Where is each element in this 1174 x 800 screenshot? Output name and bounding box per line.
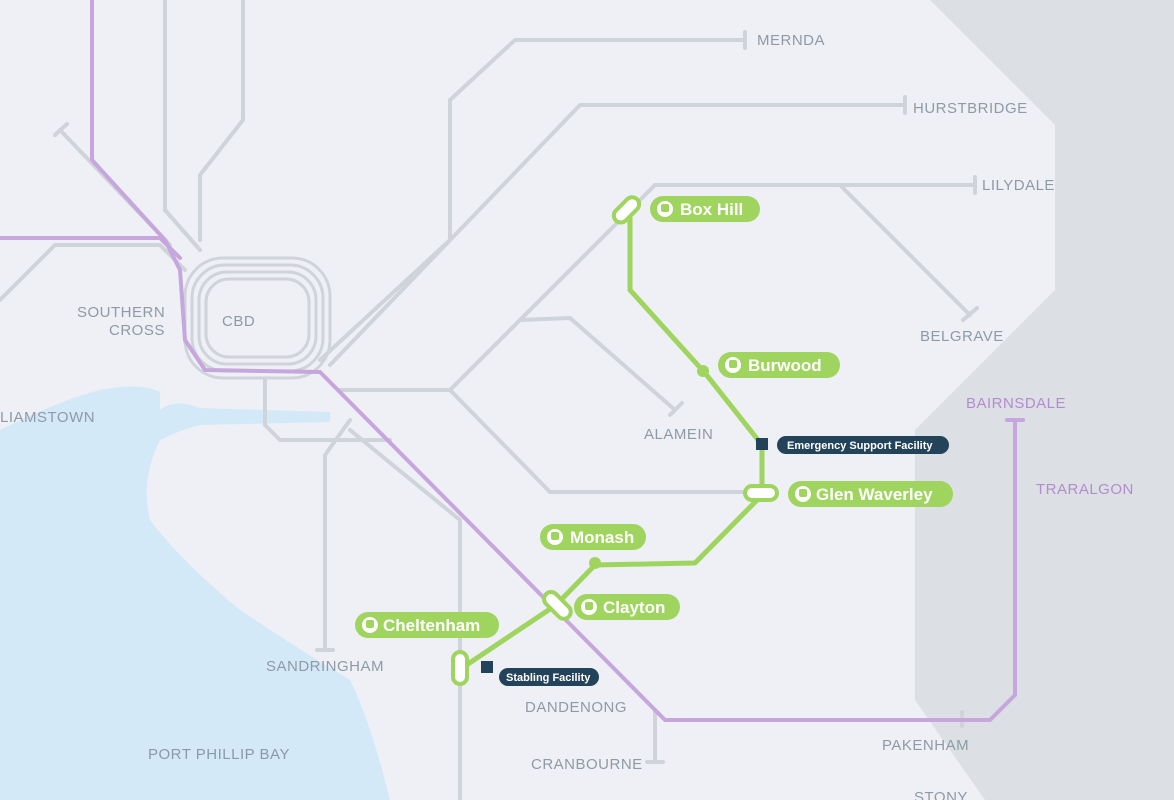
node-burwood <box>697 365 709 377</box>
regional-west <box>0 236 182 260</box>
facility-square-emergency <box>756 438 768 450</box>
regional-south-east <box>183 338 1017 722</box>
station-pill-monash[interactable]: Monash <box>540 524 646 550</box>
label-stony: STONY <box>914 789 968 800</box>
label-sandringham: SANDRINGHAM <box>266 658 384 675</box>
line-alamein <box>518 316 677 412</box>
outer-region <box>915 0 1174 800</box>
facility-tag-stabling[interactable]: Stabling Facility <box>499 668 599 686</box>
label-port-phillip-bay: PORT PHILLIP BAY <box>148 746 290 763</box>
label-pakenham: PAKENHAM <box>882 737 969 754</box>
label-cbd: CBD <box>222 313 255 330</box>
line-lilydale <box>448 183 977 392</box>
bay-inlet <box>160 403 330 440</box>
station-pill-burwood[interactable]: Burwood <box>718 352 840 378</box>
cap-williamstown <box>53 122 69 137</box>
station-pill-clayton[interactable]: Clayton <box>574 594 680 620</box>
label-hurstbridge: HURSTBRIDGE <box>913 100 1028 117</box>
label-mernda: MERNDA <box>757 32 825 49</box>
train-icon-body <box>661 204 669 212</box>
station-label-glen-waverley: Glen Waverley <box>816 485 933 504</box>
station-label-clayton: Clayton <box>603 598 665 617</box>
terminus-caps <box>53 30 979 764</box>
label-traralgon: TRARALGON <box>1036 481 1134 498</box>
line-werribee <box>0 243 187 302</box>
station-label-box-hill: Box Hill <box>680 200 743 219</box>
node-monash <box>589 557 601 569</box>
label-bairnsdale: BAIRNSDALE <box>966 395 1066 412</box>
label-dandenong: DANDENONG <box>525 699 627 716</box>
facility-square-stabling <box>481 661 493 673</box>
facility-label-stabling: Stabling Facility <box>506 672 591 684</box>
cap-alamein <box>668 401 684 417</box>
train-icon-body <box>551 532 559 540</box>
line-belgrave <box>838 183 972 317</box>
port-phillip-bay <box>0 386 390 800</box>
station-label-cheltenham: Cheltenham <box>383 616 480 635</box>
station-pill-cheltenham[interactable]: Cheltenham <box>355 612 499 638</box>
node-cheltenham <box>451 650 469 686</box>
facility-label-emergency: Emergency Support Facility <box>787 440 933 452</box>
line-outer-loop <box>263 378 392 442</box>
loop-ring-4 <box>204 277 311 359</box>
loop-ring-3 <box>197 270 318 366</box>
line-hurstbridge <box>328 103 907 367</box>
line-glen-waverley <box>338 388 762 494</box>
station-label-monash: Monash <box>570 528 634 547</box>
train-icon-body <box>366 620 374 628</box>
city-loop <box>183 256 332 380</box>
label-southern-cross-line-2: CROSS <box>109 322 165 339</box>
label-alamein: ALAMEIN <box>644 426 713 443</box>
line-sandringham <box>323 418 352 652</box>
train-icon-body <box>799 489 807 497</box>
srl-nodes <box>451 195 779 686</box>
label-williamstown: LIAMSTOWN <box>0 409 95 426</box>
label-southern-cross-line-1: SOUTHERN <box>77 304 165 321</box>
train-icon-body <box>585 602 593 610</box>
node-clayton <box>542 590 573 621</box>
station-pill-box-hill[interactable]: Box Hill <box>650 196 760 222</box>
label-cranbourne: CRANBOURNE <box>531 756 643 773</box>
cap-belgrave <box>961 306 979 322</box>
line-mernda <box>318 38 747 362</box>
label-belgrave: BELGRAVE <box>920 328 1004 345</box>
label-lilydale: LILYDALE <box>982 177 1055 194</box>
line-craigieburn <box>163 0 202 252</box>
line-upfield <box>198 0 245 242</box>
node-box-hill <box>611 195 642 225</box>
station-label-burwood: Burwood <box>748 356 822 375</box>
loop-ring-2 <box>190 263 325 373</box>
regional-line <box>0 0 1017 722</box>
regional-north <box>90 0 187 342</box>
line-frankston <box>348 428 462 800</box>
node-glen-waverley <box>743 484 779 502</box>
facility-tag-emergency[interactable]: Emergency Support Facility <box>777 436 949 454</box>
station-pill-glen-waverley[interactable]: Glen Waverley <box>788 481 953 507</box>
train-icon-body <box>729 360 737 368</box>
